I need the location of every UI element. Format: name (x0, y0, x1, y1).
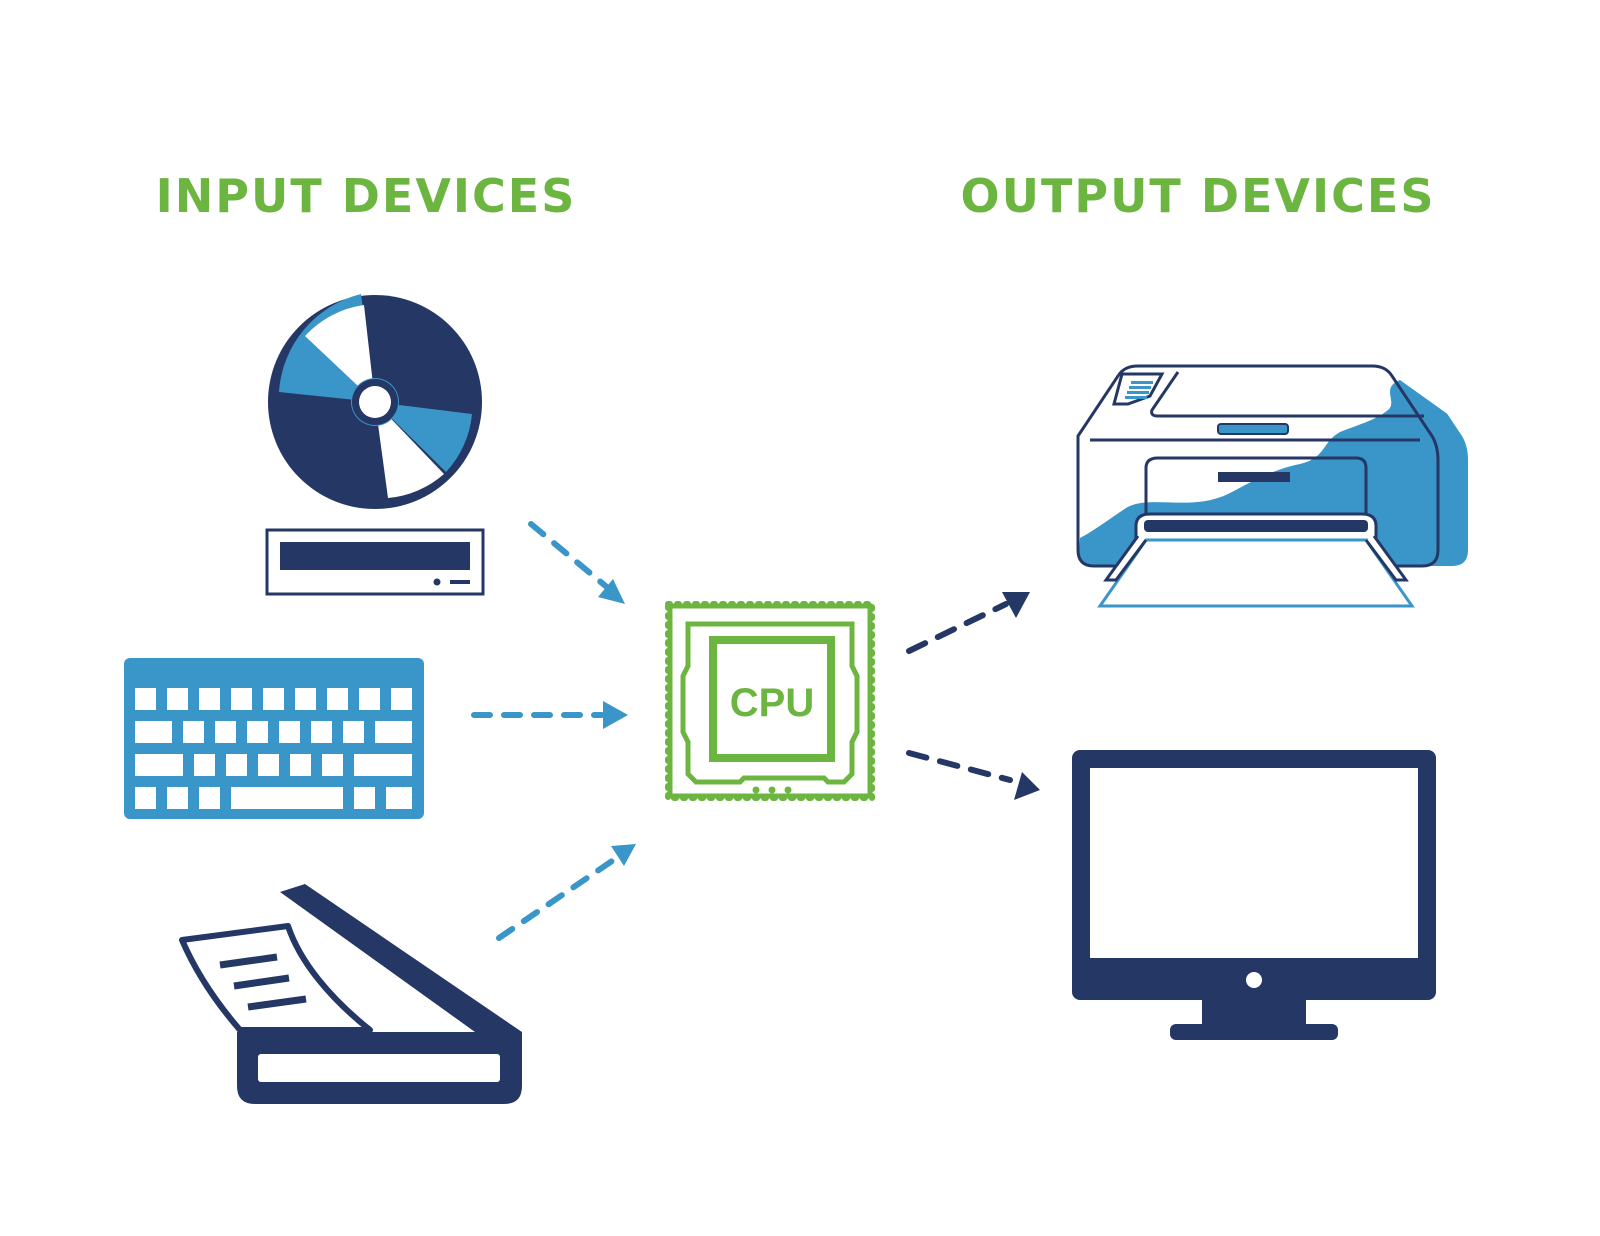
keyboard-icon (124, 658, 424, 819)
output-arrows (909, 592, 1040, 800)
output-devices-heading: OUTPUT DEVICES (961, 169, 1436, 223)
cpu-to-monitor-arrow (909, 753, 1040, 800)
monitor-icon (1072, 750, 1436, 1040)
flatbed-scanner-icon (182, 884, 522, 1104)
drive-tray-icon (267, 530, 483, 594)
keyboard-to-cpu-arrow (474, 701, 628, 729)
optical-disc-drive-icon (267, 294, 483, 594)
disc-icon (268, 294, 482, 509)
input-devices-heading: INPUT DEVICES (156, 169, 577, 223)
input-arrows (474, 524, 636, 938)
cpu-chip-icon: CPU (668, 604, 872, 798)
cpu-label: CPU (730, 681, 814, 725)
scanner-to-cpu-arrow (499, 844, 636, 938)
disc-to-cpu-arrow (531, 524, 625, 604)
cpu-to-printer-arrow (909, 592, 1030, 651)
printer-icon (1078, 366, 1470, 606)
